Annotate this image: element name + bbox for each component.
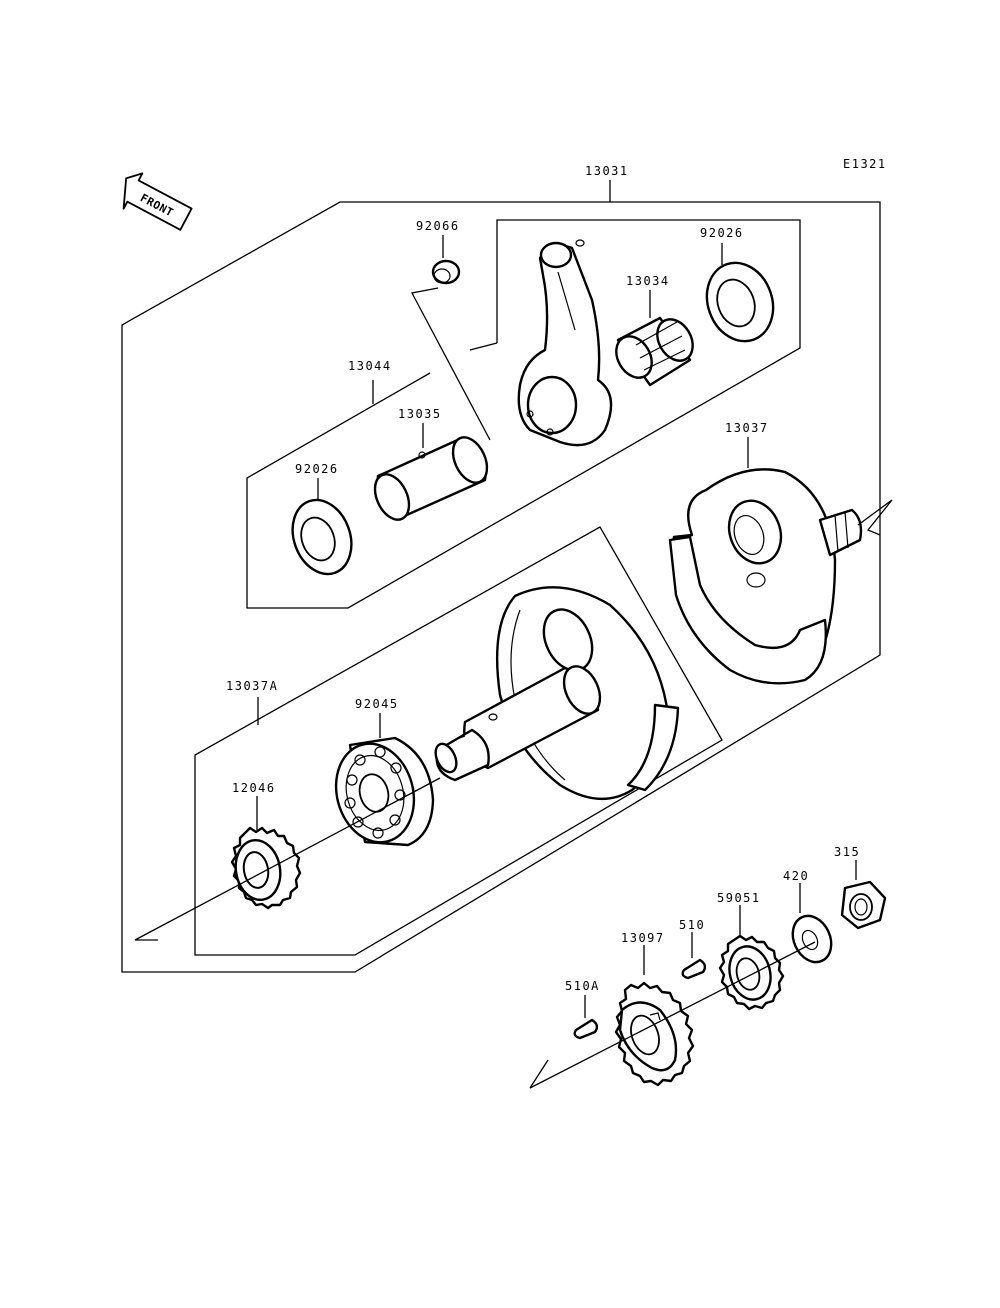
assembly-outline-13031 xyxy=(121,180,881,973)
label-92045: 92045 xyxy=(355,697,399,711)
crankshaft-axis-line xyxy=(134,777,441,941)
washer-420 xyxy=(791,883,833,964)
output-shaft-axis-line xyxy=(529,941,816,1089)
crank-pin-13035 xyxy=(373,423,489,521)
thrust-washer-92026-top xyxy=(705,243,775,343)
label-13097: 13097 xyxy=(621,931,665,945)
crank-flywheel-right-13037 xyxy=(668,437,893,685)
gear-59051 xyxy=(718,905,785,1011)
small-end-bush-92066 xyxy=(411,235,491,441)
label-92026-bottom: 92026 xyxy=(295,462,339,476)
crank-gear-12046 xyxy=(230,796,302,910)
label-315: 315 xyxy=(834,845,860,859)
label-12046: 12046 xyxy=(232,781,276,795)
woodruff-key-510 xyxy=(681,932,707,980)
label-13037a: 13037A xyxy=(226,679,278,693)
label-13034: 13034 xyxy=(626,274,670,288)
ball-bearing-92045 xyxy=(334,713,435,847)
bearing-balls xyxy=(344,746,406,839)
front-arrow-icon: FRONT xyxy=(122,172,193,231)
woodruff-key-510a xyxy=(573,995,599,1040)
assembly-outline-13037a xyxy=(194,526,723,956)
label-510: 510 xyxy=(679,918,705,932)
label-510a: 510A xyxy=(565,979,600,993)
label-92026-top: 92026 xyxy=(700,226,744,240)
needle-bearing-13034 xyxy=(615,290,694,387)
assembly-outline-13044 xyxy=(246,219,801,609)
label-13044: 13044 xyxy=(348,359,392,373)
label-13037: 13037 xyxy=(725,421,769,435)
label-13031: 13031 xyxy=(585,164,629,178)
crank-flywheel-left-13037a xyxy=(434,586,680,801)
nut-315 xyxy=(840,860,887,930)
gear-13097 xyxy=(614,945,695,1087)
label-59051: 59051 xyxy=(717,891,761,905)
connecting-rod xyxy=(517,239,613,447)
label-13035: 13035 xyxy=(398,407,442,421)
diagram-code: E1321 xyxy=(843,157,887,171)
label-420: 420 xyxy=(783,869,809,883)
label-92066: 92066 xyxy=(416,219,460,233)
thrust-washer-92026-bottom xyxy=(291,478,353,576)
